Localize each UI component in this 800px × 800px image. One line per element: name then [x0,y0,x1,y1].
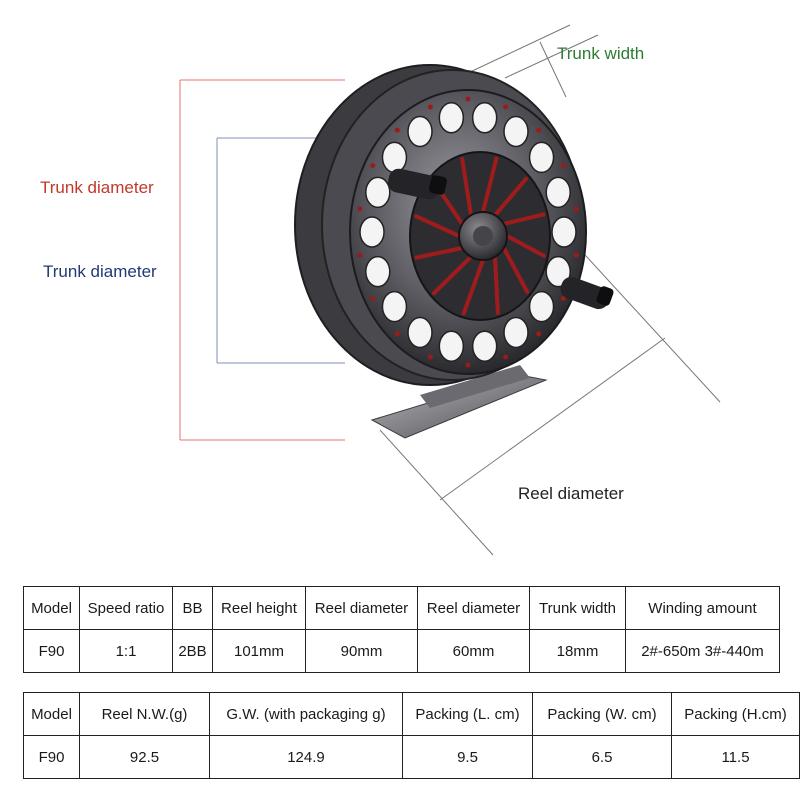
spool-hole [551,216,577,248]
spool-hole [528,290,555,323]
reel-diameter-label: Reel diameter [518,484,624,503]
reel-image [294,64,614,386]
rivet [560,163,566,168]
spool-hole [471,330,498,362]
spool-hole [407,115,433,148]
spool-hole [503,316,529,349]
table-header-cell: Model [23,586,80,630]
table-row: F90 92.5 124.9 9.5 6.5 11.5 [23,735,800,779]
spoke [460,156,473,218]
table-header-cell: Trunk width [529,586,626,630]
spec-table-1: Model Speed ratio BB Reel height Reel di… [23,586,780,673]
rivet [427,354,433,360]
table-cell: 101mm [212,629,306,673]
table-cell: 2BB [172,629,213,673]
rivet [394,127,400,133]
rivet [560,296,566,301]
table-header-cell: Reel diameter [305,586,418,630]
table-cell: 11.5 [671,735,800,779]
spool-hole [438,330,465,362]
table-header-cell: Reel N.W.(g) [79,692,210,736]
spool-hole [365,176,391,209]
table-cell: 6.5 [532,735,672,779]
table-cell: 124.9 [209,735,403,779]
table-cell: 9.5 [402,735,533,779]
spool-hole [381,290,408,323]
spoke [501,246,530,294]
table-cell: 92.5 [79,735,210,779]
spoke [414,246,465,260]
trunk-width-label: Trunk width [557,44,645,63]
spoke [431,254,473,296]
spool-hole [528,141,555,174]
table-header-cell: Packing (L. cm) [402,692,533,736]
table-header-row: Model Reel N.W.(g) G.W. (with packaging … [23,692,800,736]
spoke [501,212,546,226]
spec-table-2: Model Reel N.W.(g) G.W. (with packaging … [23,692,800,779]
rivet [573,206,579,212]
reel-foot [370,365,548,439]
table-row: F90 1:1 2BB 101mm 90mm 60mm 18mm 2#-650m… [23,629,780,673]
rivet [465,362,471,368]
table-cell: 1:1 [79,629,173,673]
rivet [573,252,579,258]
spoke [414,214,461,238]
spool-hole [545,255,571,288]
table-cell: F90 [23,735,80,779]
rivet [427,104,433,110]
rivet [503,354,509,360]
table-header-cell: Winding amount [625,586,780,630]
trunk-diameter-outer-dimension [179,79,345,441]
table-header-cell: Speed ratio [79,586,173,630]
rivet [536,331,542,337]
spoke [461,258,485,316]
product-figure [179,24,721,556]
spool-hole [503,115,529,148]
trunk-width-dimension [452,24,599,98]
table-cell: 2#-650m 3#-440m [625,629,780,673]
table-header-cell: Packing (W. cm) [532,692,672,736]
table-cell: 90mm [305,629,418,673]
spool-hole [471,102,498,134]
spoke [481,156,499,214]
table-header-cell: Reel height [212,586,306,630]
table-cell: F90 [23,629,80,673]
rivet [370,163,376,168]
table-header-cell: Model [23,692,80,736]
rivet [503,104,509,110]
spool-hole [407,316,433,349]
trunk-diameter-outer-label: Trunk diameter [40,178,154,197]
rivet [357,206,363,212]
rivet [357,252,363,258]
spoke [493,254,500,316]
rivet [536,127,542,133]
rivet [370,296,376,301]
table-header-row: Model Speed ratio BB Reel height Reel di… [23,586,780,630]
spoke [505,234,546,258]
spool-hole [381,141,408,174]
trunk-diameter-inner-label: Trunk diameter [43,262,157,281]
table-header-cell: BB [172,586,213,630]
table-header-cell: Packing (H.cm) [671,692,800,736]
table-cell: 60mm [417,629,530,673]
spoke [493,176,529,218]
table-header-cell: G.W. (with packaging g) [209,692,403,736]
rivet [394,331,400,337]
spool-hole [359,216,385,248]
spool-hole [365,255,391,288]
spool-hole [545,176,571,209]
table-header-cell: Reel diameter [417,586,530,630]
rivet [465,96,471,102]
table-cell: 18mm [529,629,626,673]
reel-handle [387,168,614,310]
spool-hole [438,102,465,134]
